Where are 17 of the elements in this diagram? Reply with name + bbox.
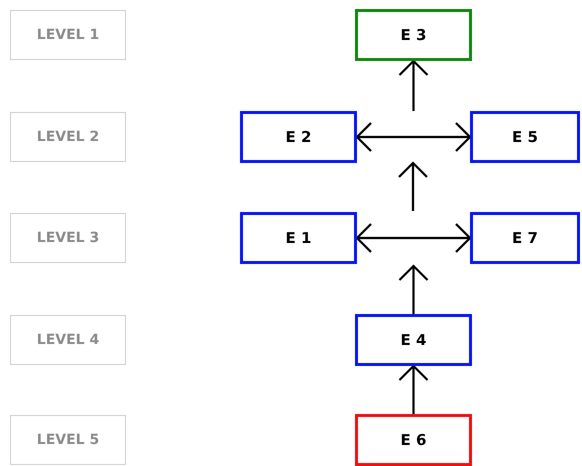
arrow [398, 264, 429, 314]
level-label-box: LEVEL 2 [10, 112, 126, 162]
entity-box: E 7 [470, 212, 580, 264]
arrow [398, 364, 429, 414]
entity-box: E 2 [240, 111, 357, 163]
level-label-box: LEVEL 3 [10, 213, 126, 263]
arrow [356, 122, 472, 152]
entity-box: E 1 [240, 212, 357, 264]
entity-box: E 6 [355, 414, 472, 466]
level-label-box: LEVEL 5 [10, 415, 126, 465]
arrow [398, 60, 429, 111]
arrow [356, 222, 472, 254]
level-label-box: LEVEL 4 [10, 315, 126, 365]
level-label-box: LEVEL 1 [10, 10, 126, 60]
entity-box: E 5 [470, 111, 580, 163]
entity-box: E 4 [355, 314, 472, 366]
entity-box: E 3 [355, 9, 472, 61]
